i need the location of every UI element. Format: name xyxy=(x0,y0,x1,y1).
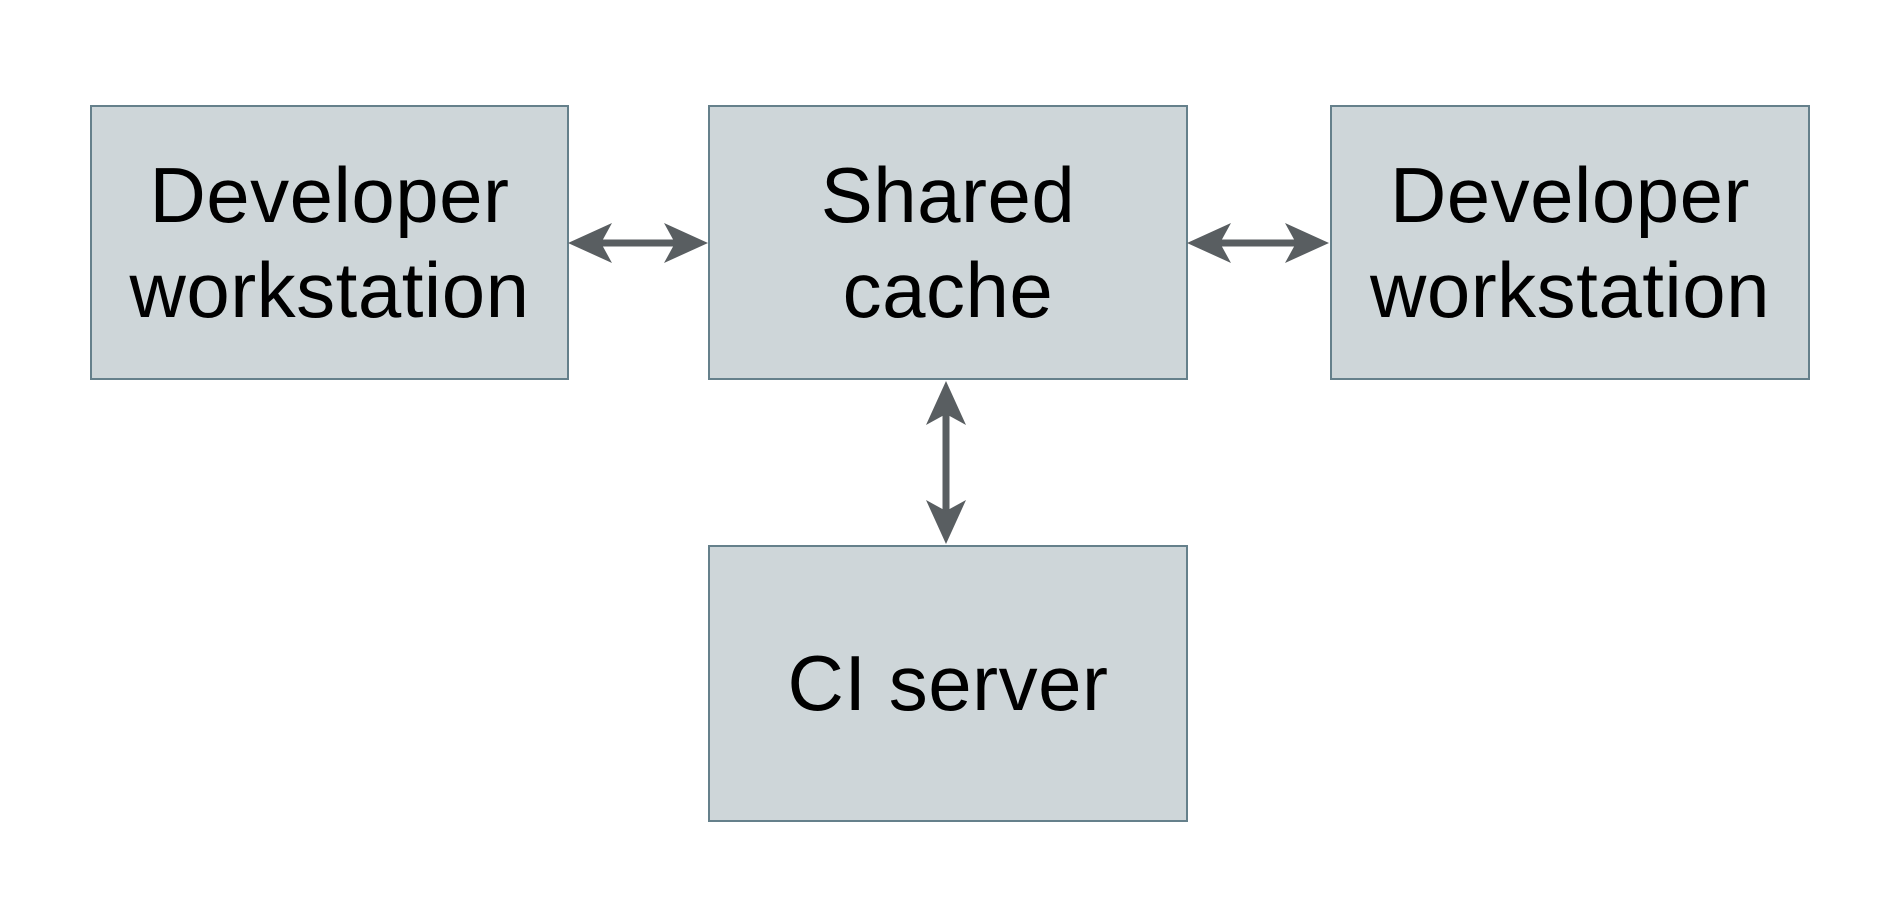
node-ci-server: CI server xyxy=(708,545,1188,822)
node-label-line: Developer xyxy=(1389,150,1751,239)
bidirectional-arrow-icon xyxy=(567,221,709,265)
bidirectional-arrow-icon xyxy=(1186,221,1330,265)
node-label-line: CI server xyxy=(787,639,1109,727)
node-label-line: Developer xyxy=(149,150,510,239)
node-developer-workstation-right: Developer workstation xyxy=(1330,105,1810,380)
node-label-line: Shared xyxy=(820,150,1076,239)
node-label-line: workstation xyxy=(129,245,530,334)
node-developer-workstation-left: Developer workstation xyxy=(90,105,569,380)
node-label-line: cache xyxy=(842,245,1054,334)
bidirectional-arrow-icon xyxy=(924,380,968,545)
node-shared-cache: Shared cache xyxy=(708,105,1188,380)
node-label-line: workstation xyxy=(1370,245,1770,334)
